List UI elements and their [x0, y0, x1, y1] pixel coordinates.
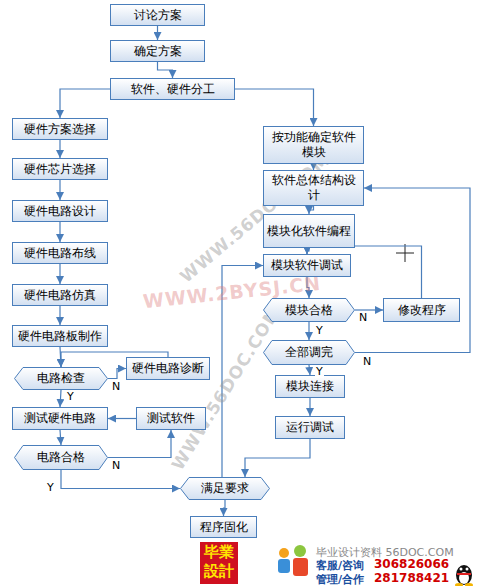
branch-label: N — [362, 356, 372, 368]
branch-label: Y — [46, 482, 55, 494]
flow-arrow — [245, 439, 310, 477]
process-box: 运行调试 — [275, 416, 345, 439]
decision-hexagon: 满足要求 — [180, 477, 270, 500]
node-text: 全部调完 — [282, 345, 336, 360]
process-box: 确定方案 — [110, 40, 205, 62]
contact-number: 281788421 — [374, 571, 449, 585]
flow-arrow — [355, 188, 470, 353]
process-box: 修改程序 — [383, 298, 460, 322]
node-text: 测试软件 — [144, 411, 198, 426]
node-text: 软件总体结构设计 — [264, 173, 363, 203]
node-text: 硬件电路板制作 — [15, 329, 105, 344]
node-text: 硬件电路诊断 — [129, 361, 207, 376]
process-box: 软件、硬件分工 — [110, 78, 235, 100]
flow-arrow — [59, 222, 60, 242]
process-box: 硬件电路诊断 — [126, 357, 210, 380]
flow-arrow — [60, 89, 110, 118]
flow-arrow — [158, 62, 173, 78]
node-text: 模块软件调试 — [268, 258, 346, 273]
flow-arrow — [355, 309, 383, 310]
flow-arrow — [59, 264, 60, 284]
hexagon-shape — [15, 446, 108, 470]
process-box: 软件总体结构设计 — [263, 170, 364, 206]
process-box: 硬件方案选择 — [12, 118, 108, 140]
process-box: 测试软件 — [136, 407, 206, 430]
flow-arrow — [60, 390, 61, 407]
contact-label: 管理/合作 — [316, 572, 364, 586]
node-text: 硬件电路布线 — [21, 246, 99, 261]
flow-arrow — [59, 140, 60, 158]
node-text: 讨论方案 — [131, 8, 185, 23]
decision-hexagon: 模块合格 — [263, 298, 355, 322]
branch-label: N — [111, 460, 121, 472]
contact-number: 306826066 — [374, 557, 449, 571]
node-text: 模块化软件编程 — [264, 224, 354, 239]
decision-hexagon: 全部调完 — [263, 340, 355, 365]
hexagon-shape — [264, 299, 355, 322]
hexagon-shape — [181, 478, 270, 500]
flow-arrow — [108, 430, 171, 458]
node-text: 电路合格 — [34, 450, 88, 465]
process-box: 模块连接 — [275, 375, 345, 398]
logo-text: 毕業設計 — [200, 542, 238, 584]
decision-hexagon: 电路检查 — [14, 367, 108, 390]
node-text: 模块合格 — [282, 303, 336, 318]
flow-arrow — [108, 418, 136, 419]
flow-arrow — [157, 26, 158, 40]
flow-arrow — [309, 206, 314, 214]
process-box: 程序固化 — [190, 516, 257, 538]
flow-arrow — [60, 430, 61, 445]
decision-hexagon: 电路合格 — [14, 445, 108, 470]
node-text: 硬件芯片选择 — [21, 162, 99, 177]
branch-label: Y — [315, 325, 324, 337]
node-text: 电路检查 — [34, 371, 88, 386]
node-text: 硬件方案选择 — [21, 122, 99, 137]
process-box: 硬件芯片选择 — [12, 158, 108, 180]
branch-label: N — [358, 312, 368, 324]
branch-label: Y — [66, 391, 75, 403]
flow-arrow — [224, 500, 226, 516]
node-text: 确定方案 — [131, 44, 185, 59]
flow-arrow — [59, 306, 60, 325]
process-box: 测试硬件电路 — [12, 407, 108, 430]
flow-arrow — [309, 365, 310, 375]
branch-label: Y — [315, 366, 324, 378]
hexagon-shape — [15, 368, 108, 390]
process-box: 硬件电路布线 — [12, 242, 108, 264]
branch-label: N — [111, 381, 121, 393]
flow-arrow — [108, 369, 126, 379]
node-text: 硬件电路设计 — [21, 204, 99, 219]
node-text: 软件、硬件分工 — [128, 82, 218, 97]
node-text: 硬件电路仿真 — [21, 288, 99, 303]
flow-arrow — [308, 322, 309, 340]
qq-penguin-icon — [455, 565, 473, 586]
flow-arrow — [59, 180, 60, 200]
cursor-crosshair — [396, 244, 414, 262]
hexagon-shape — [264, 341, 355, 365]
process-box: 硬件电路板制作 — [12, 325, 108, 347]
process-box: 硬件电路设计 — [12, 200, 108, 222]
node-text: 测试硬件电路 — [21, 411, 99, 426]
process-box: 硬件电路仿真 — [12, 284, 108, 306]
contact-label: 客服/咨询 — [316, 558, 364, 573]
node-text: 模块连接 — [283, 379, 337, 394]
process-box: 模块软件调试 — [263, 254, 351, 277]
watermark: WWW.56DOC.COM — [167, 302, 284, 473]
process-box: 模块化软件编程 — [263, 214, 355, 248]
flow-arrow — [309, 398, 310, 416]
people-icon — [278, 545, 308, 576]
node-text: 运行调试 — [283, 420, 337, 435]
flow-arrow — [235, 89, 314, 126]
node-text: 按功能确定软件模块 — [264, 130, 363, 160]
node-text: 修改程序 — [395, 303, 449, 318]
flow-arrow — [61, 470, 180, 489]
node-text: 满足要求 — [198, 481, 252, 496]
node-text: 程序固化 — [197, 520, 251, 535]
process-box: 讨论方案 — [110, 4, 205, 26]
process-box: 按功能确定软件模块 — [263, 126, 364, 164]
